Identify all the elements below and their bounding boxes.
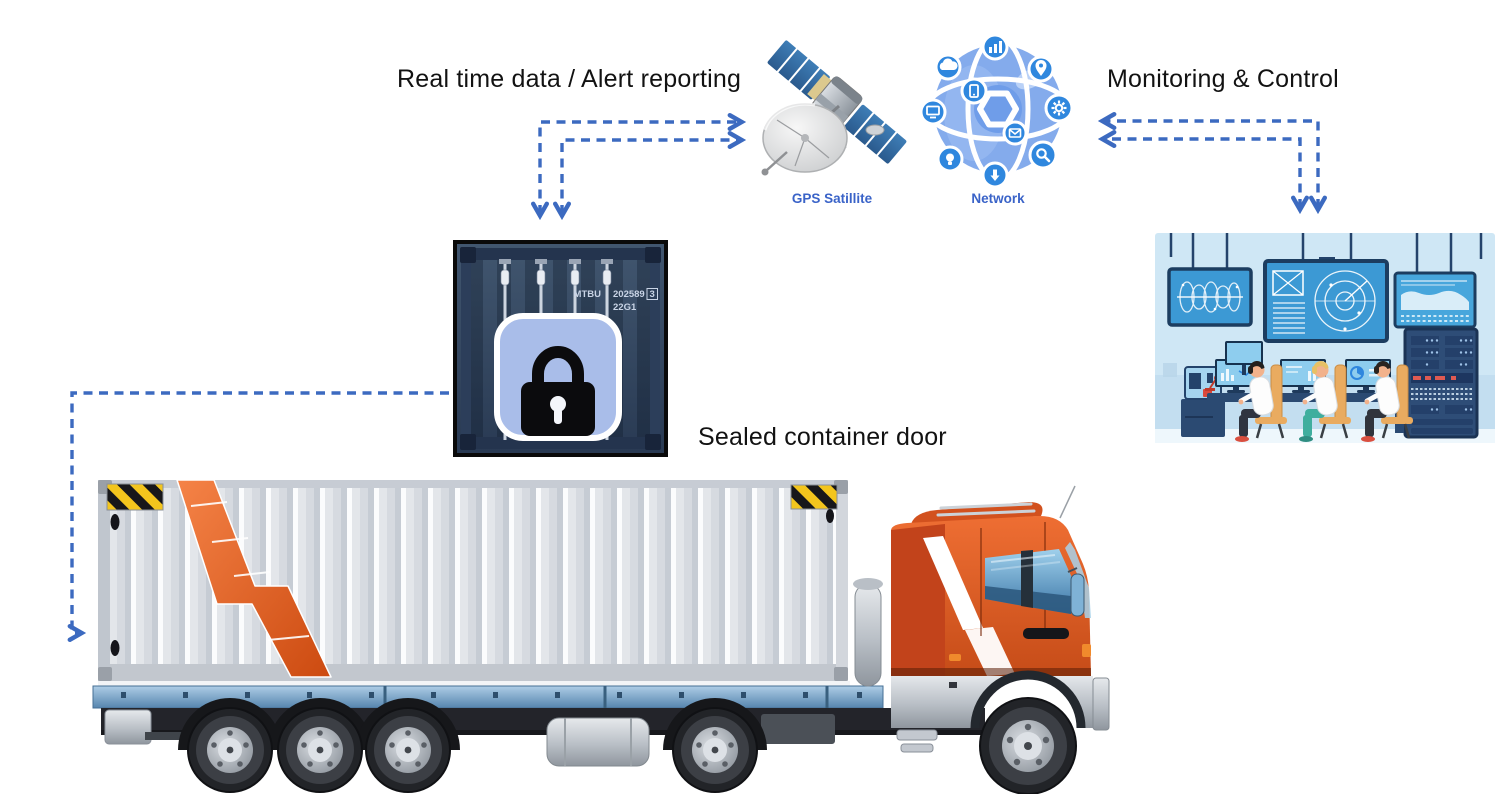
hazard-stripe-left <box>106 483 164 511</box>
gear-icon <box>1044 93 1074 123</box>
operator-3 <box>1361 360 1413 442</box>
padlock-icon <box>521 346 595 436</box>
wall-screen-radar <box>1263 259 1389 343</box>
hazard-stripe-right <box>790 484 838 510</box>
wheel <box>365 707 451 793</box>
arrow-container-to-truck <box>67 391 449 643</box>
server-rack <box>1403 327 1479 439</box>
container-id-type: 22G1 <box>613 302 637 313</box>
orange-ribbon <box>176 479 332 678</box>
trailer-container <box>98 479 848 681</box>
real-time-data-label: Real time data / Alert reporting <box>397 65 742 93</box>
container-id-markings: MTBU 202589 3 22G1 <box>574 288 658 313</box>
stacked-monitor <box>1225 341 1263 375</box>
operator-1 <box>1235 360 1287 442</box>
wheel <box>187 707 273 793</box>
lightbulb-icon <box>936 145 964 173</box>
container-truck-illustration <box>92 479 1110 794</box>
wheels <box>187 697 1077 794</box>
operators <box>1235 360 1413 442</box>
truck-cab <box>891 485 1110 753</box>
container-id-serial: 202589 <box>613 289 645 300</box>
search-icon <box>1028 140 1058 170</box>
antenna <box>1059 485 1076 519</box>
exhaust-stack <box>853 578 883 687</box>
gps-satellite-label: GPS Satillite <box>791 191 873 206</box>
ceiling-rods <box>1169 233 1483 273</box>
tablet-icon <box>960 77 988 105</box>
wheel <box>672 707 758 793</box>
down-arrow-icon <box>981 161 1009 189</box>
arrow-network-monitoring-inner <box>1097 129 1310 215</box>
monitor-icon <box>922 98 947 126</box>
gps-satellite-icon <box>761 38 909 176</box>
cloud-icon <box>934 53 962 81</box>
wheel <box>277 707 363 793</box>
mail-icon <box>1002 120 1028 146</box>
location-pin-icon <box>1027 55 1055 83</box>
arrow-network-monitoring-outer <box>1097 111 1328 215</box>
network-label: Network <box>971 191 1025 206</box>
container-id-owner: MTBU <box>574 289 602 300</box>
wheel-front <box>979 697 1077 794</box>
cab-skirt <box>891 675 1093 728</box>
padlock-badge <box>494 313 622 441</box>
bar-chart-icon <box>981 33 1009 61</box>
wall-screen-waveform <box>1167 267 1253 327</box>
wall-screen-worldmap <box>1393 271 1477 329</box>
arrow-container-satellite-inner <box>552 130 747 221</box>
fuel-tank <box>546 717 650 767</box>
operator-2 <box>1299 360 1351 442</box>
container-id-check-digit: 3 <box>650 289 655 300</box>
side-mirror <box>1070 573 1085 617</box>
network-orbit-icons <box>922 33 1074 189</box>
sealed-container-door: MTBU 202589 3 22G1 <box>453 240 668 457</box>
arrow-container-satellite-outer <box>530 112 747 221</box>
network-globe-icon <box>922 33 1074 189</box>
satellite-dish <box>761 102 848 176</box>
monitoring-room-illustration <box>1155 233 1495 443</box>
sealed-container-door-label: Sealed container door <box>698 423 947 451</box>
container-door-graphic: MTBU 202589 3 22G1 <box>457 244 664 453</box>
monitoring-control-label: Monitoring & Control <box>1107 65 1339 93</box>
